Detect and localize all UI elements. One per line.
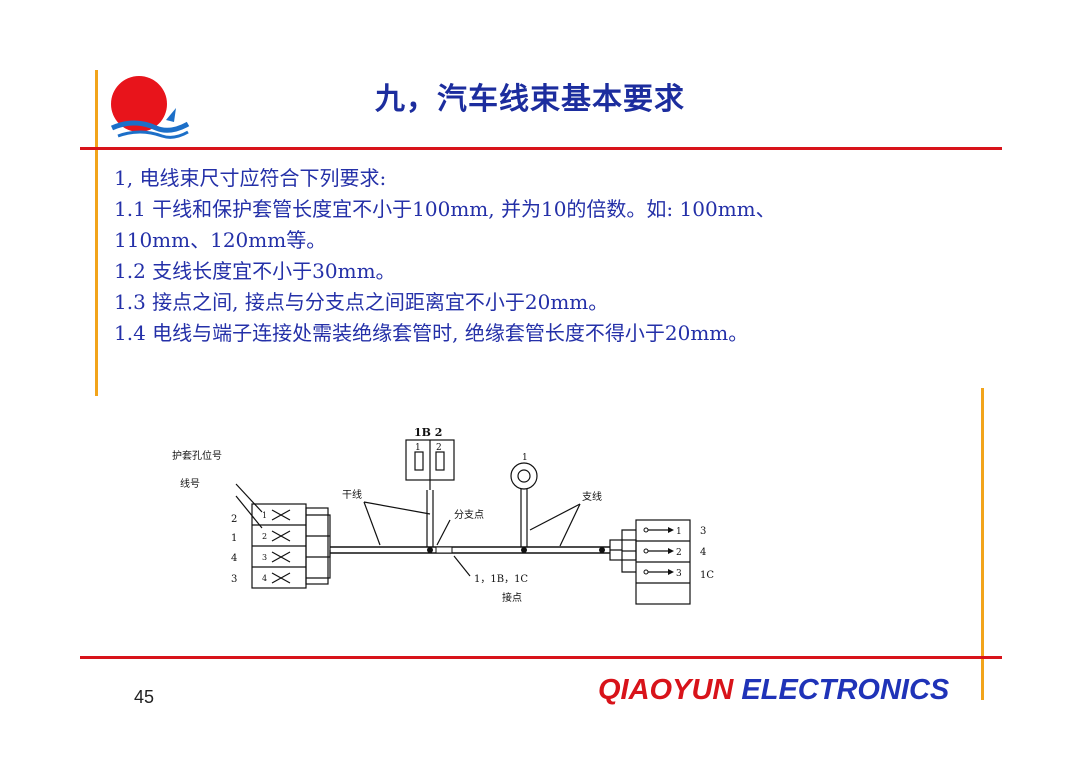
left-pin-number: 2 [262, 532, 267, 541]
text-line: 1.3 接点之间, 接点与分支点之间距离宜不小于20mm。 [114, 290, 609, 314]
connector-1b-name: 1B 2 [414, 426, 442, 439]
left-pin-number: 3 [262, 553, 267, 562]
label-branch: 支线 [582, 490, 602, 503]
left-wire-number: 2 [231, 514, 237, 525]
slide-title: 九，汽车线束基本要求 [375, 82, 685, 117]
connector-1b-pin: 1 [415, 443, 421, 453]
left-wire-number: 4 [231, 553, 237, 564]
ring-terminal-label: 1 [522, 453, 528, 463]
company-logo [110, 76, 190, 139]
right-pin-number: 2 [676, 548, 682, 558]
label-splice: 接点 [502, 591, 522, 604]
right-orange-rule [981, 388, 984, 700]
left-wire-number: 1 [231, 533, 237, 544]
right-pin-number: 1 [676, 527, 682, 537]
right-wire-number: 1C [700, 570, 714, 581]
text-line: 1, 电线束尺寸应符合下列要求: [114, 166, 387, 190]
label-trunk: 干线 [342, 488, 362, 501]
left-wire-number: 3 [231, 574, 237, 585]
text-line: 110mm、120mm等。 [114, 228, 327, 252]
brand-name-part2: ELECTRONICS [741, 674, 950, 706]
brand-name: QIAOYUN ELECTRONICS [598, 674, 949, 707]
label-splice-ids: 1，1B，1C [474, 574, 528, 585]
ring-terminal [510, 462, 538, 490]
right-wire-number: 3 [700, 526, 706, 537]
top-red-rule [80, 147, 1002, 150]
text-line: 1.2 支线长度宜不小于30mm。 [114, 259, 396, 283]
left-pin-number: 1 [262, 511, 267, 520]
text-line: 1.4 电线与端子连接处需装绝缘套管时, 绝缘套管长度不得小于20mm。 [114, 321, 749, 345]
right-wire-number: 4 [700, 547, 706, 558]
left-orange-rule [95, 70, 98, 396]
label-branch-point: 分支点 [454, 509, 484, 521]
requirements-text: 1, 电线束尺寸应符合下列要求: 1.1 干线和保护套管长度宜不小于100mm,… [114, 163, 974, 349]
label-wire-number: 线号 [180, 477, 200, 490]
page-number: 45 [134, 687, 155, 707]
connector-1b-pin: 2 [436, 443, 442, 453]
label-hole-position: 护套孔位号 [172, 449, 222, 462]
text-line: 1.1 干线和保护套管长度宜不小于100mm, 并为10的倍数。如: 100mm… [114, 197, 776, 221]
left-pin-number: 4 [262, 574, 267, 583]
bottom-red-rule [80, 656, 1002, 659]
wire-harness-diagram: 护套孔位号 线号 干线 分支点 支线 1，1B，1C 接点 1B 2 1 2 1… [172, 426, 714, 605]
brand-name-part1: QIAOYUN [598, 674, 734, 706]
right-pin-number: 3 [676, 569, 682, 579]
